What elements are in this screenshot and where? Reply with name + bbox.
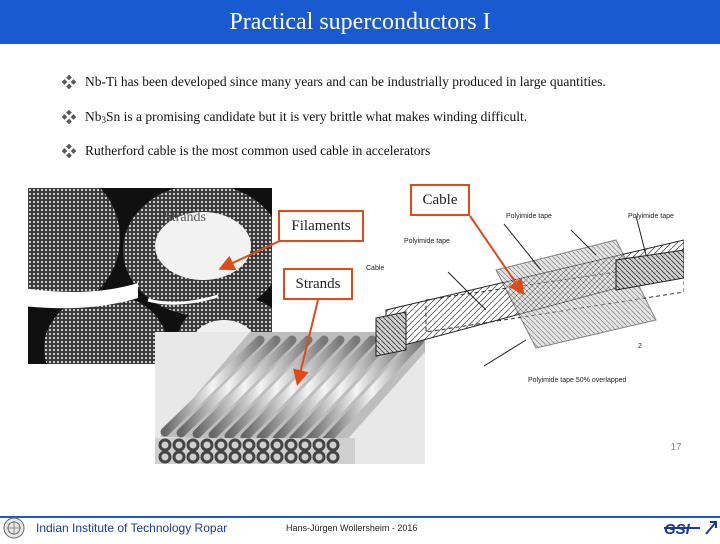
- diamond-bullet-icon: [62, 75, 76, 89]
- diamond-bullet-icon: [62, 110, 76, 124]
- filaments-label: Filaments: [278, 210, 364, 242]
- iit-ropar-logo-icon: [3, 517, 25, 539]
- svg-text:GSI: GSI: [664, 521, 691, 538]
- drawing-label: Polyimide tape: [506, 213, 552, 220]
- footer-institute: Indian Institute of Technology Ropar: [36, 521, 228, 535]
- drawing-label: Polyimide tape 50% overlapped: [528, 377, 627, 384]
- bullet-nbti: Nb-Ti has been developed since many year…: [62, 74, 606, 90]
- strands-photo-caption: Strands: [164, 210, 206, 225]
- drawing-label: Polyimide tape: [404, 238, 450, 245]
- diamond-bullet-icon: [62, 144, 76, 158]
- footer-divider: [0, 516, 720, 518]
- page-number: 17: [670, 442, 682, 453]
- bullet-text: Nb3Sn is a promising candidate but it is…: [85, 109, 528, 125]
- bullet-nb3sn: Nb3Sn is a promising candidate but it is…: [62, 109, 527, 125]
- svg-text:2: 2: [638, 343, 642, 350]
- bullet-text: Rutherford cable is the most common used…: [85, 143, 431, 158]
- title-bar: [0, 0, 720, 44]
- drawing-label: Polyimide tape: [628, 213, 674, 220]
- bullet-rutherford: Rutherford cable is the most common used…: [62, 143, 430, 159]
- drawing-label: Cable: [366, 265, 384, 272]
- cable-label: Cable: [410, 184, 470, 216]
- slide-title: Practical superconductors I: [229, 9, 491, 35]
- strands-label: Strands: [283, 268, 353, 300]
- gsi-logo-icon: GSI: [664, 518, 718, 538]
- insulated-cable-drawing: Polyimide tape Polyimide tape Polyimide …: [366, 200, 684, 400]
- footer-author: Hans-Jürgen Wollersheim - 2016: [286, 523, 418, 533]
- bullet-text: Nb-Ti has been developed since many year…: [85, 74, 606, 89]
